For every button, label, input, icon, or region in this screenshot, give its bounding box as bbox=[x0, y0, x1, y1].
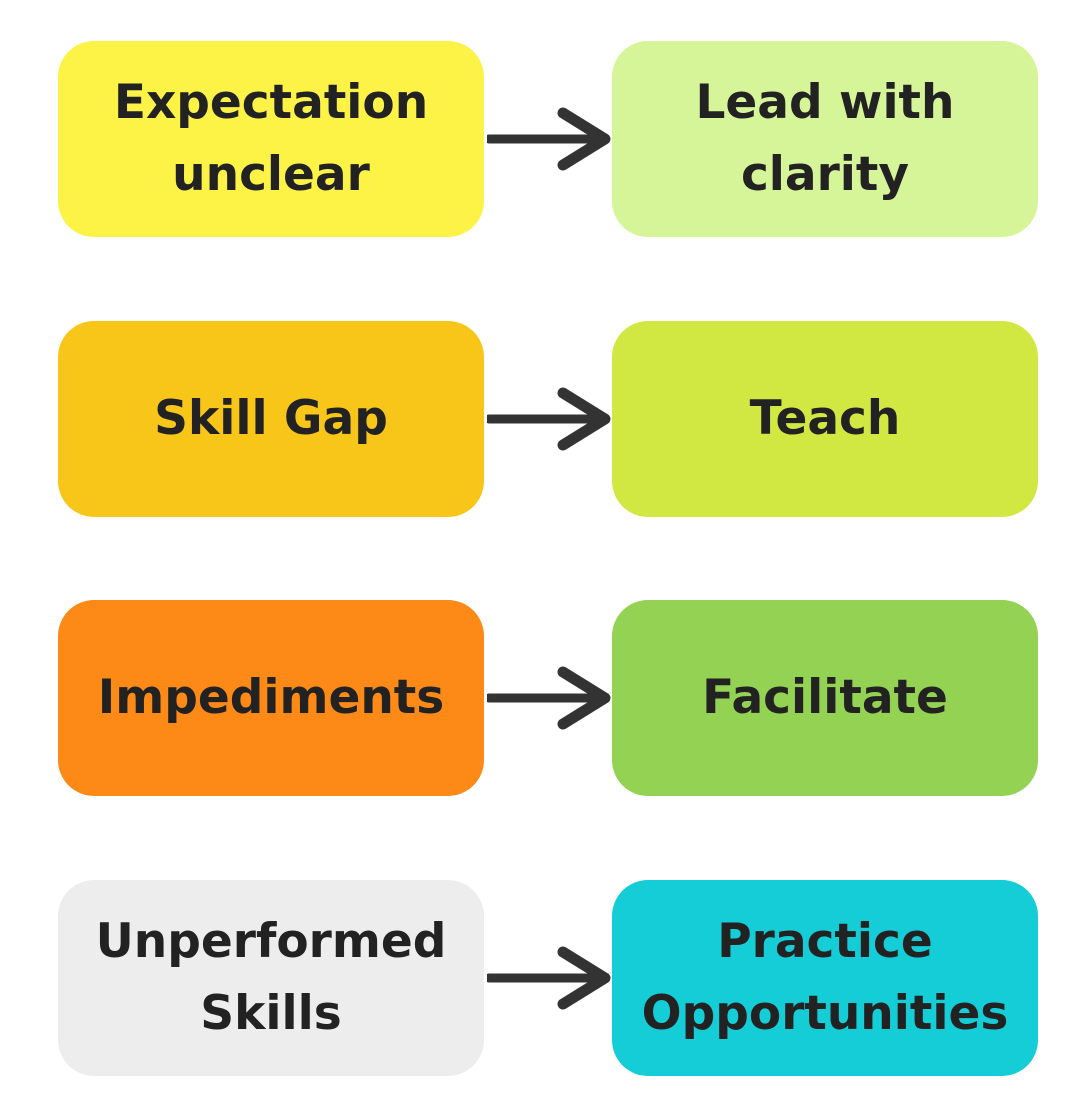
problem-box-impediments: Impediments bbox=[58, 600, 484, 796]
response-label: Practice Opportunities bbox=[641, 914, 1009, 1041]
response-box-facilitate: Facilitate bbox=[612, 600, 1038, 796]
arrow-right-icon bbox=[487, 387, 611, 451]
response-box-teach: Teach bbox=[612, 321, 1038, 517]
arrow-right-icon bbox=[487, 946, 611, 1010]
problem-label: Impediments bbox=[97, 670, 445, 725]
problem-box-unperformed-skills: Unperformed Skills bbox=[58, 880, 484, 1076]
response-label: Facilitate bbox=[702, 670, 948, 725]
arrow-right-icon bbox=[487, 666, 611, 730]
problem-label: Skill Gap bbox=[154, 391, 388, 446]
problem-box-expectation-unclear: Expectation unclear bbox=[58, 41, 484, 237]
problem-label: Unperformed Skills bbox=[95, 914, 447, 1041]
response-box-practice-opportunities: Practice Opportunities bbox=[612, 880, 1038, 1076]
response-box-lead-with-clarity: Lead with clarity bbox=[612, 41, 1038, 237]
problem-label: Expectation unclear bbox=[113, 75, 429, 202]
arrow-right-icon bbox=[487, 107, 611, 171]
response-label: Lead with clarity bbox=[695, 75, 955, 202]
response-label: Teach bbox=[749, 391, 901, 446]
problem-box-skill-gap: Skill Gap bbox=[58, 321, 484, 517]
